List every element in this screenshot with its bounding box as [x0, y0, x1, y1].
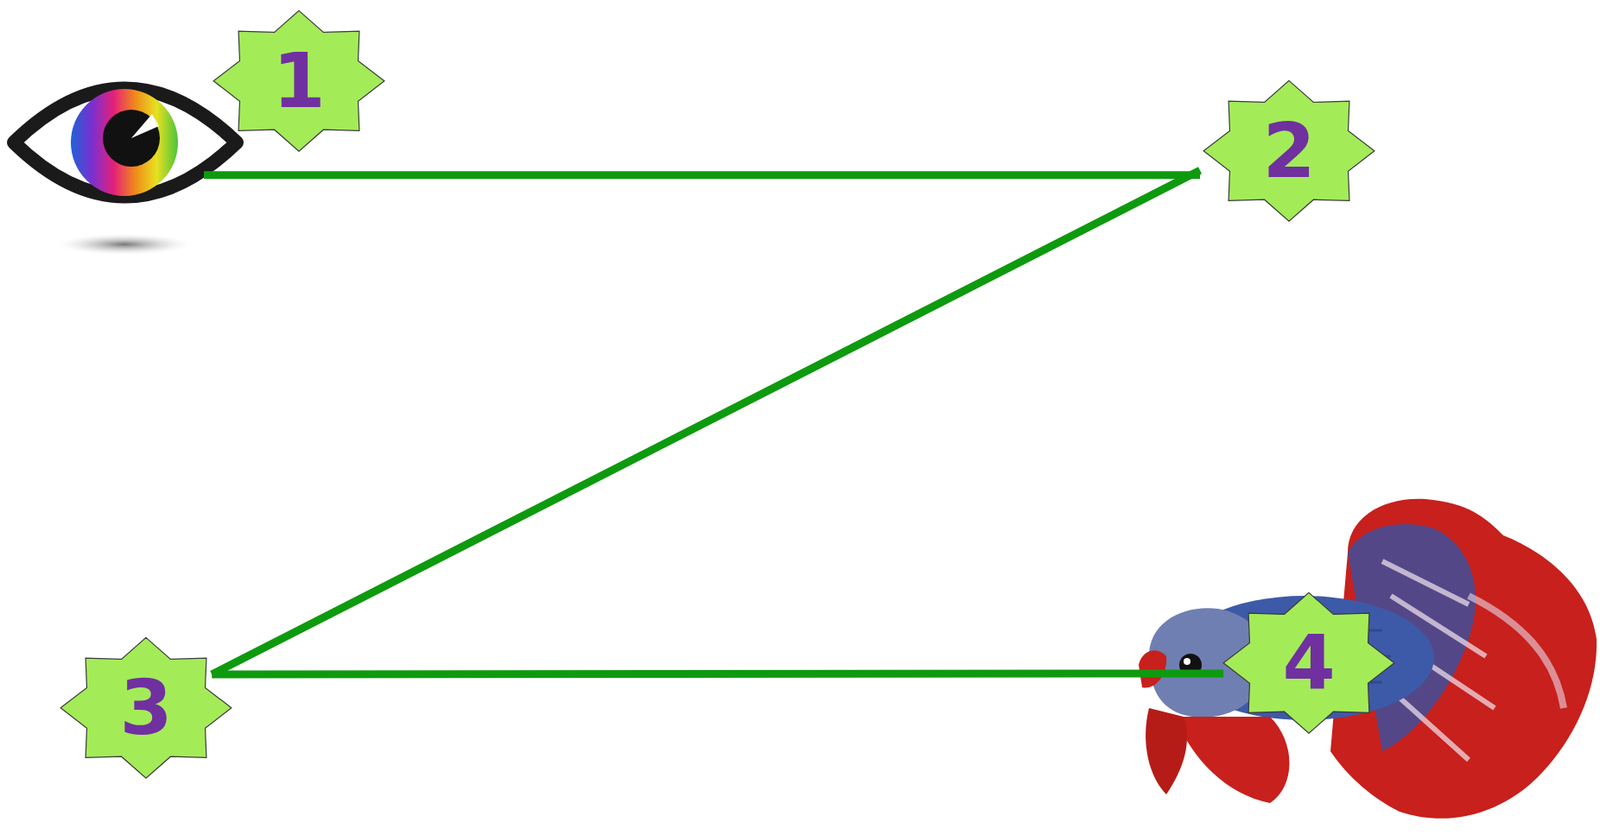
callout-number: 1 [272, 43, 325, 120]
callout-star: 2 [1200, 77, 1378, 225]
callout-star: 3 [57, 634, 235, 782]
connector-line [211, 673, 1224, 675]
callout-number: 2 [1262, 113, 1315, 190]
callout-number: 4 [1282, 625, 1335, 702]
betta-fish [1138, 499, 1597, 820]
callout-number: 3 [119, 670, 172, 747]
connector-line [211, 170, 1200, 675]
connector-line [203, 174, 1200, 176]
callout-star: 1 [209, 7, 388, 155]
callout-star: 4 [1219, 590, 1398, 737]
eye-icon [13, 88, 237, 256]
